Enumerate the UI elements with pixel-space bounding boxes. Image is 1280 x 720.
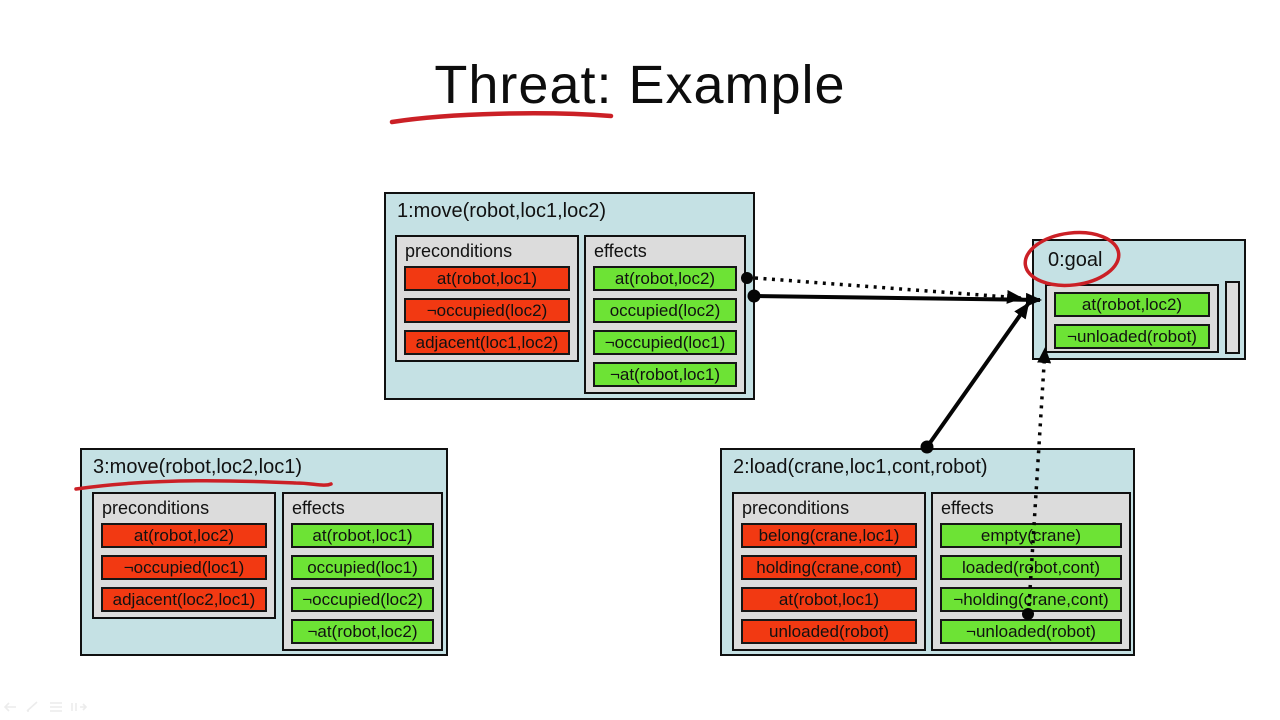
action-title-load2: 2:load(crane,loc1,cont,robot)	[733, 456, 988, 478]
preconditions-panel-move3: preconditions at(robot,loc2) ¬occupied(l…	[92, 492, 276, 619]
goal-title: 0:goal	[1048, 249, 1103, 271]
precondition-item: adjacent(loc1,loc2)	[404, 330, 570, 355]
preconditions-label: preconditions	[102, 498, 210, 518]
goal-box: 0:goal at(robot,loc2) ¬unloaded(robot)	[1032, 239, 1246, 360]
action-title-move1: 1:move(robot,loc1,loc2)	[397, 200, 606, 222]
effect-item: ¬holding(crane,cont)	[940, 587, 1122, 612]
preconditions-label: preconditions	[405, 241, 513, 261]
precondition-item: adjacent(loc2,loc1)	[101, 587, 267, 612]
effects-panel-move3: effects at(robot,loc1) occupied(loc1) ¬o…	[282, 492, 443, 651]
dotted-link-move1-goal	[741, 272, 1023, 304]
goal-effects-empty-column	[1225, 281, 1240, 354]
goal-condition-item: at(robot,loc2)	[1054, 292, 1210, 317]
effects-label: effects	[941, 498, 994, 518]
effect-item: at(robot,loc2)	[593, 266, 737, 291]
goal-conditions-panel: at(robot,loc2) ¬unloaded(robot)	[1045, 284, 1219, 353]
effect-item: ¬at(robot,loc1)	[593, 362, 737, 387]
precondition-item: ¬occupied(loc2)	[404, 298, 570, 323]
effects-panel-move1: effects at(robot,loc2) occupied(loc2) ¬o…	[584, 235, 746, 394]
solid-link-move1-goal	[747, 289, 1042, 307]
goal-condition-item: ¬unloaded(robot)	[1054, 324, 1210, 349]
precondition-item: at(robot,loc2)	[101, 523, 267, 548]
action-box-move3: 3:move(robot,loc2,loc1) preconditions at…	[80, 448, 448, 656]
preconditions-label: preconditions	[742, 498, 850, 518]
action-box-move1: 1:move(robot,loc1,loc2) preconditions at…	[384, 192, 755, 400]
slideshow-prev-icon[interactable]	[3, 702, 16, 712]
effect-item: loaded(robot,cont)	[940, 555, 1122, 580]
precondition-item: at(robot,loc1)	[741, 587, 917, 612]
effect-item: ¬unloaded(robot)	[940, 619, 1122, 644]
preconditions-panel-move1: preconditions at(robot,loc1) ¬occupied(l…	[395, 235, 579, 362]
action-box-load2: 2:load(crane,loc1,cont,robot) preconditi…	[720, 448, 1135, 656]
effect-item: ¬occupied(loc1)	[593, 330, 737, 355]
precondition-item: at(robot,loc1)	[404, 266, 570, 291]
precondition-item: holding(crane,cont)	[741, 555, 917, 580]
effect-item: empty(crane)	[940, 523, 1122, 548]
precondition-item: unloaded(robot)	[741, 619, 917, 644]
effect-item: occupied(loc2)	[593, 298, 737, 323]
effects-label: effects	[594, 241, 647, 261]
effects-label: effects	[292, 498, 345, 518]
solid-link-load2-goal	[920, 302, 1030, 454]
effect-item: ¬occupied(loc2)	[291, 587, 434, 612]
slideshow-next-icon[interactable]	[71, 703, 88, 711]
slideshow-menu-icon[interactable]	[50, 702, 62, 712]
precondition-item: ¬occupied(loc1)	[101, 555, 267, 580]
slide-title: Threat: Example	[434, 55, 846, 115]
slideshow-pen-icon[interactable]	[26, 701, 38, 712]
effect-item: occupied(loc1)	[291, 555, 434, 580]
preconditions-panel-load2: preconditions belong(crane,loc1) holding…	[732, 492, 926, 651]
effect-item: at(robot,loc1)	[291, 523, 434, 548]
effect-item: ¬at(robot,loc2)	[291, 619, 434, 644]
effects-panel-load2: effects empty(crane) loaded(robot,cont) …	[931, 492, 1131, 651]
presenter-toolbar	[3, 701, 88, 712]
precondition-item: belong(crane,loc1)	[741, 523, 917, 548]
action-title-move3: 3:move(robot,loc2,loc1)	[93, 456, 302, 478]
